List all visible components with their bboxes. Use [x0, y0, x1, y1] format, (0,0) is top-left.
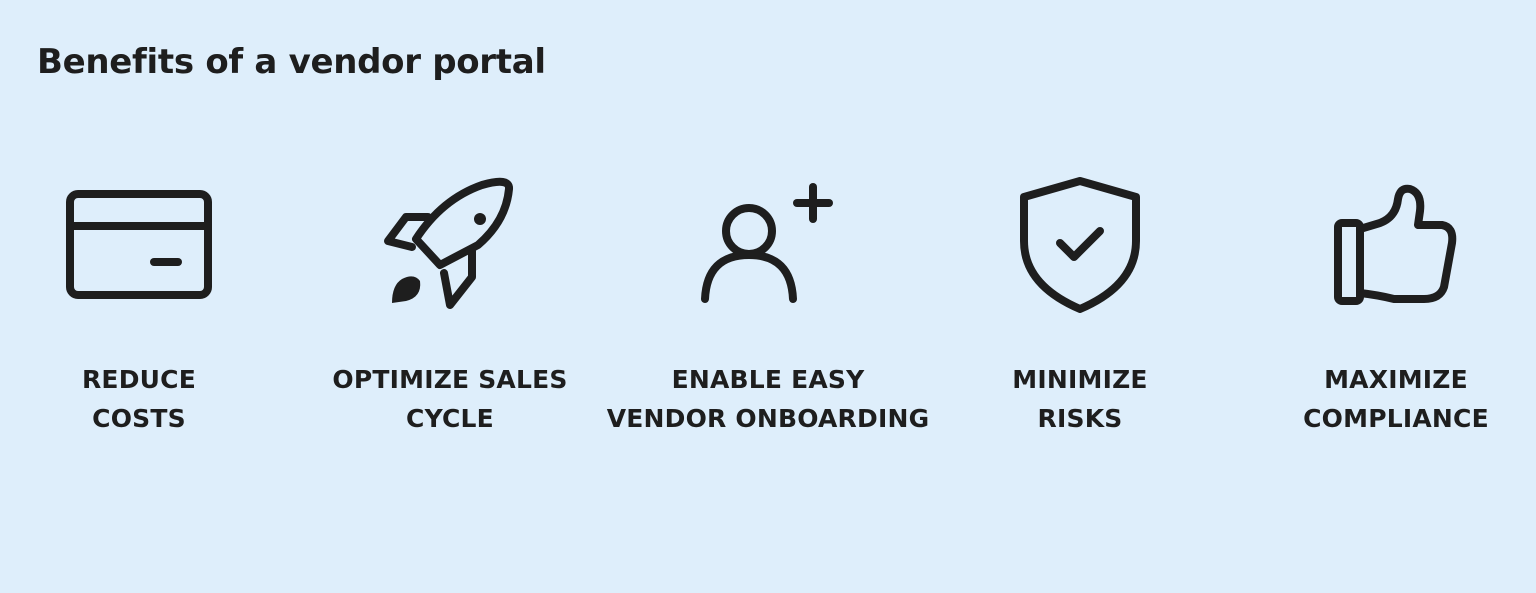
benefit-label: ENABLE EASY [671, 365, 865, 394]
benefit-maximize-compliance: MAXIMIZE COMPLIANCE [1226, 170, 1536, 438]
benefit-label: OPTIMIZE SALES [332, 365, 568, 394]
credit-card-icon [0, 170, 309, 320]
benefit-reduce-costs: REDUCE COSTS [0, 170, 309, 438]
benefit-label: VENDOR ONBOARDING [606, 404, 930, 433]
benefit-label: RISKS [1037, 404, 1123, 433]
benefit-label: COSTS [92, 404, 186, 433]
page-title: Benefits of a vendor portal [37, 42, 546, 82]
benefit-label: CYCLE [406, 404, 494, 433]
benefit-minimize-risks: MINIMIZE RISKS [910, 170, 1250, 438]
benefit-vendor-onboarding: ENABLE EASY VENDOR ONBOARDING [598, 170, 938, 438]
user-plus-icon [598, 170, 938, 320]
rocket-icon [280, 170, 620, 320]
shield-check-icon [910, 170, 1250, 320]
benefit-label: MINIMIZE [1012, 365, 1148, 394]
benefit-label: COMPLIANCE [1303, 404, 1489, 433]
benefit-label: MAXIMIZE [1324, 365, 1468, 394]
thumbs-up-icon [1226, 170, 1536, 320]
benefit-optimize-sales-cycle: OPTIMIZE SALES CYCLE [280, 170, 620, 438]
benefit-label: REDUCE [81, 365, 196, 394]
